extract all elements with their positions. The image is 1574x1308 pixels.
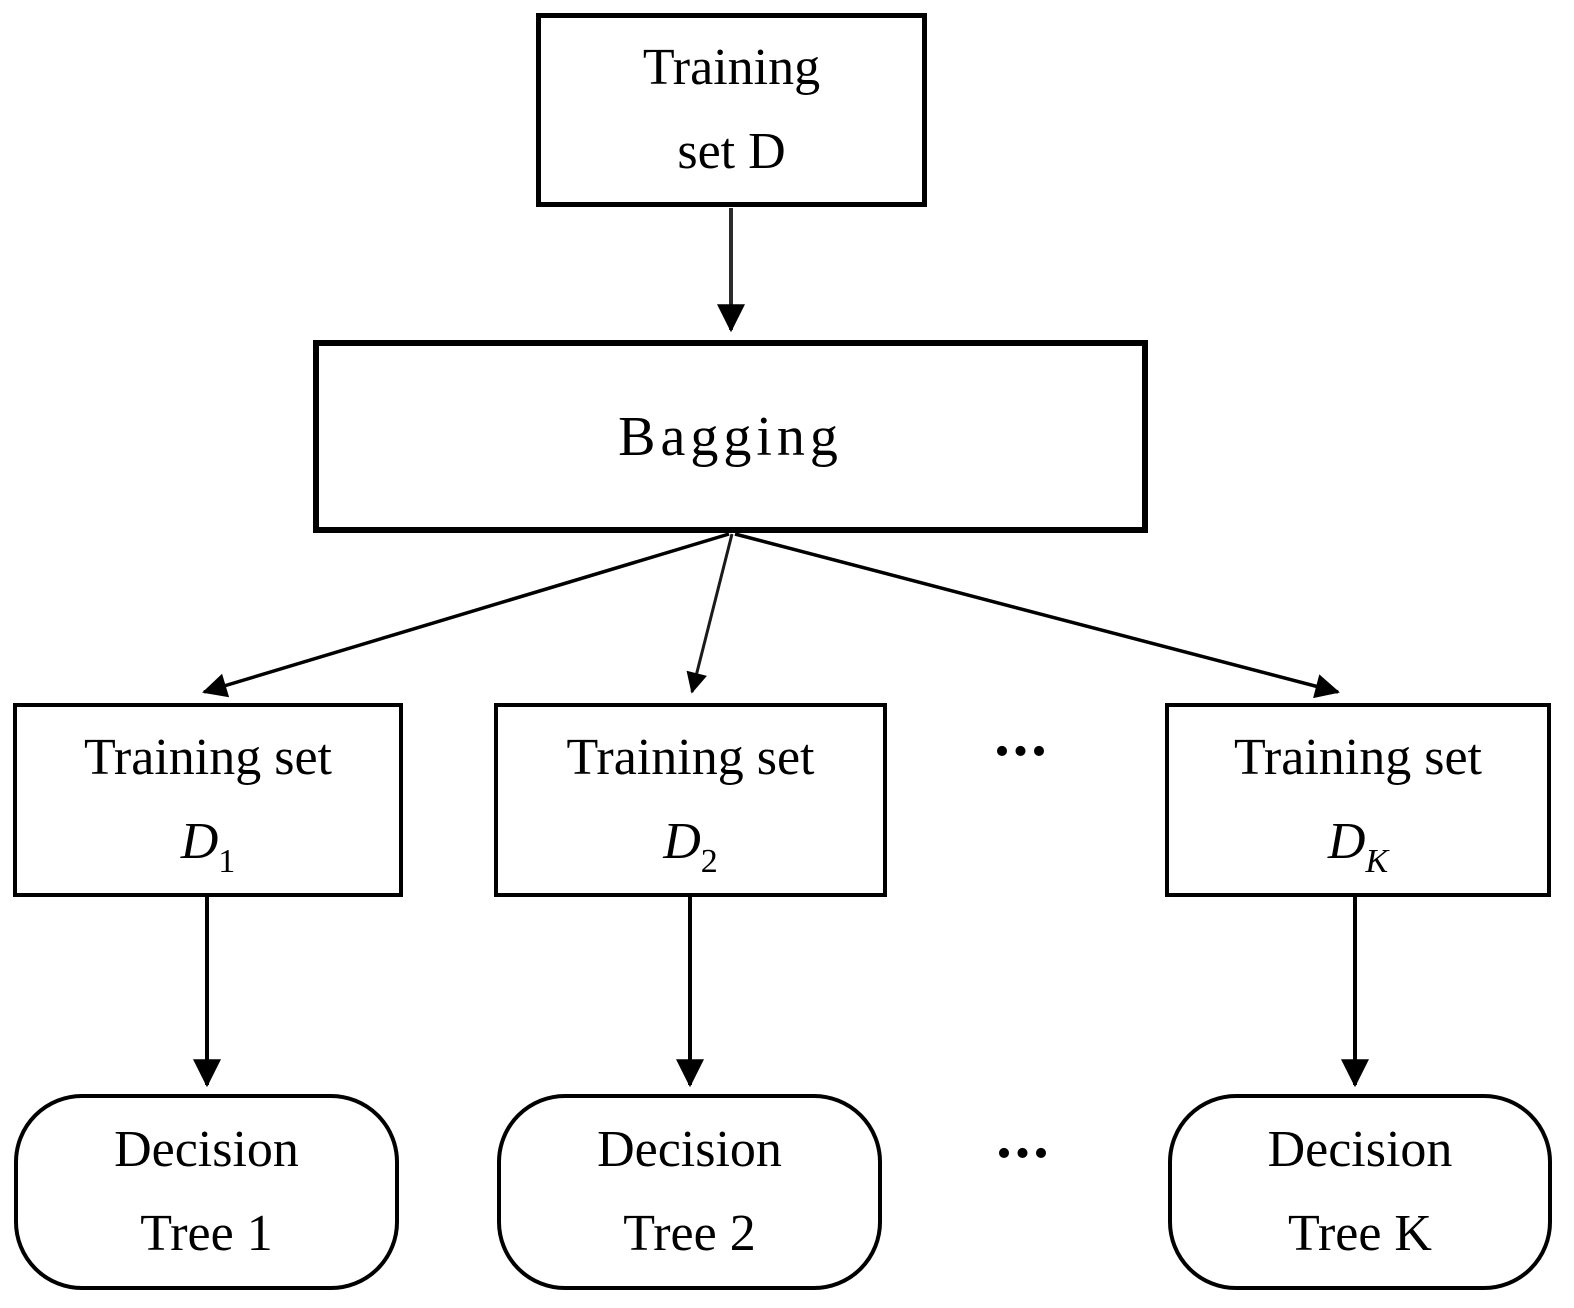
node-training-set-d1: Training set D1 — [13, 703, 403, 897]
decision-tree-1-line1: Decision — [114, 1121, 299, 1178]
arrow-bagging-to-ts2 — [686, 533, 734, 694]
arrow-bagging-to-ts1 — [202, 532, 730, 698]
bagging-label: Bagging — [618, 405, 843, 468]
node-bagging: Bagging — [313, 340, 1148, 533]
ellipsis-bottom-row: ... — [996, 1103, 1052, 1171]
training-set-d2-symbol: D2 — [663, 813, 718, 880]
decision-tree-k-line1: Decision — [1267, 1121, 1453, 1178]
decision-tree-2-line1: Decision — [597, 1121, 782, 1178]
training-set-d1-symbol: D1 — [180, 813, 236, 880]
training-set-dk-line1: Training set — [1234, 729, 1482, 786]
training-set-dk-symbol: DK — [1327, 813, 1389, 880]
node-decision-tree-k: Decision Tree K — [1168, 1094, 1552, 1290]
decision-tree-1-line2: Tree 1 — [140, 1205, 273, 1262]
training-set-d1-line1: Training set — [84, 729, 332, 786]
node-training-set-dk: Training set DK — [1165, 703, 1551, 897]
training-set-d2-line1: Training set — [566, 729, 815, 786]
node-training-set-d2: Training set D2 — [494, 703, 887, 897]
training-set-d-line1: Training — [642, 39, 821, 96]
training-set-d-line2: set D — [677, 123, 786, 180]
arrow-bagging-to-tsk — [734, 532, 1340, 699]
ellipsis-middle-row: ... — [994, 701, 1050, 769]
node-decision-tree-1: Decision Tree 1 — [14, 1094, 399, 1290]
decision-tree-k-line2: Tree K — [1288, 1205, 1432, 1262]
decision-tree-2-line2: Tree 2 — [623, 1205, 756, 1262]
node-decision-tree-2: Decision Tree 2 — [497, 1094, 882, 1290]
node-training-set-d: Training set D — [536, 13, 927, 207]
